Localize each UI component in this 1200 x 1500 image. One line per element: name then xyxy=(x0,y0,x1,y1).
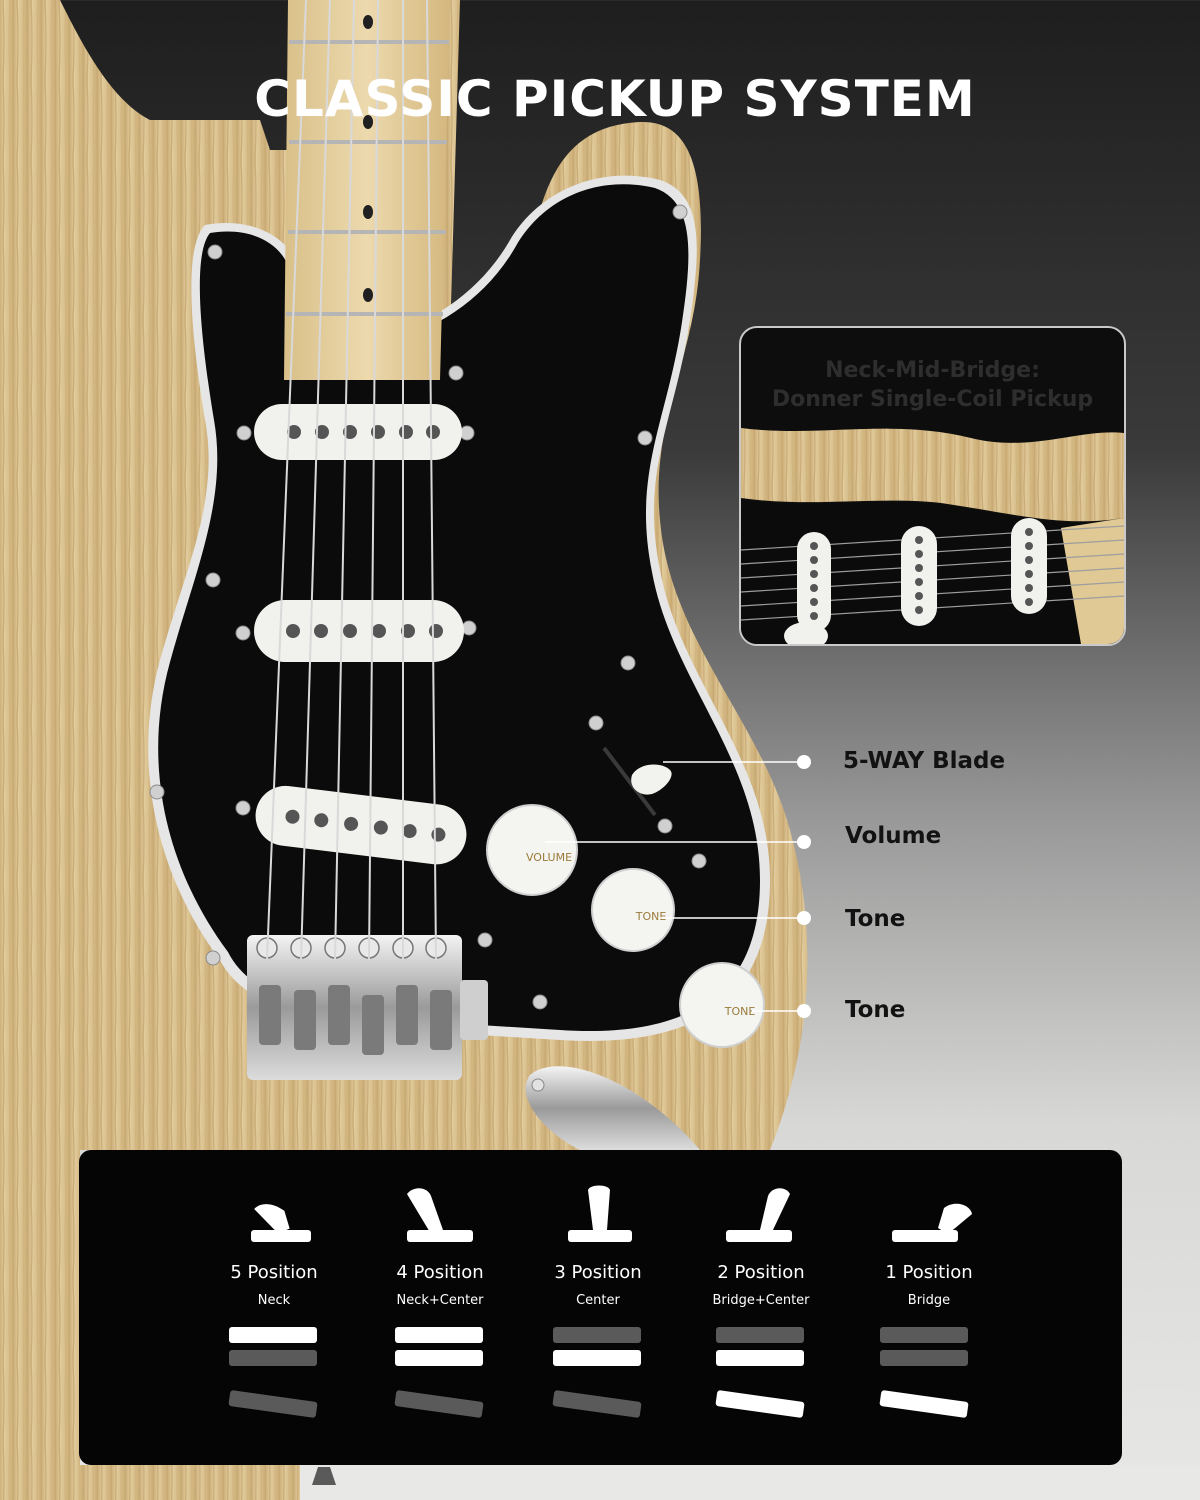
tone-knob-1: TONE xyxy=(591,868,675,952)
frets xyxy=(286,40,449,316)
position-5: 5 Position Neck xyxy=(189,1150,359,1465)
inset-pickup-1 xyxy=(797,532,831,632)
guitar-body-lower xyxy=(0,1150,80,1500)
output-jack xyxy=(525,1066,700,1150)
position-1-title: 1 Position xyxy=(885,1262,973,1283)
middle-pickup xyxy=(254,600,464,662)
position-3-subtitle: Center xyxy=(576,1293,620,1308)
strap-peg xyxy=(312,1467,336,1485)
position-2: 2 Position Bridge+Center xyxy=(676,1150,846,1465)
five-way-switch xyxy=(602,746,672,817)
callout-dots xyxy=(797,755,811,1018)
position-1-bar-bridge xyxy=(879,1390,969,1418)
callout-5-way-blade: 5-WAY Blade xyxy=(843,748,1006,774)
position-2-bar-middle xyxy=(716,1350,804,1366)
position-4-diagram xyxy=(394,1188,484,1418)
svg-text:VOLUME: VOLUME xyxy=(526,851,572,864)
position-3: 3 Position Center xyxy=(513,1150,683,1465)
inset-caption-line-1: Neck-Mid-Bridge: xyxy=(825,358,1040,383)
position-5-bar-bridge xyxy=(228,1390,318,1418)
position-5-diagram xyxy=(228,1204,318,1418)
position-4: 4 Position Neck+Center xyxy=(355,1150,525,1465)
callout-volume: Volume xyxy=(845,823,942,849)
fret-markers xyxy=(363,15,373,302)
svg-text:TONE: TONE xyxy=(724,1005,756,1018)
position-3-title: 3 Position xyxy=(554,1262,642,1283)
position-1-diagram xyxy=(879,1203,972,1418)
position-3-bar-neck xyxy=(553,1327,641,1343)
tremolo-bridge xyxy=(247,935,488,1080)
position-3-bar-bridge xyxy=(552,1390,642,1418)
inset-image xyxy=(741,428,1124,644)
position-2-bar-neck xyxy=(716,1327,804,1343)
inset-caption-line-2: Donner Single-Coil Pickup xyxy=(771,387,1094,412)
position-2-diagram xyxy=(715,1188,805,1418)
volume-knob: VOLUME xyxy=(486,804,578,896)
position-5-bar-middle xyxy=(229,1350,317,1366)
neck-pickup xyxy=(254,404,462,460)
strings xyxy=(266,0,437,961)
callout-tone-2: Tone xyxy=(845,997,906,1023)
inset-pickup-3 xyxy=(1011,518,1047,614)
position-2-bar-bridge xyxy=(715,1390,805,1418)
position-3-bar-middle xyxy=(553,1350,641,1366)
position-4-bar-bridge xyxy=(394,1390,484,1418)
pickup-inset: Neck-Mid-Bridge: Donner Single-Coil Pick… xyxy=(739,326,1126,646)
switch-positions-panel: 5 Position Neck 4 Position Neck+Center 3… xyxy=(79,1150,1122,1465)
position-1-subtitle: Bridge xyxy=(907,1293,951,1308)
position-1: 1 Position Bridge xyxy=(844,1150,1014,1465)
position-5-bar-neck xyxy=(229,1327,317,1343)
tone-knob-2: TONE xyxy=(679,962,765,1048)
guitar-neck xyxy=(284,0,450,380)
position-4-bar-middle xyxy=(395,1350,483,1366)
callout-lines xyxy=(545,761,804,1012)
svg-text:TONE: TONE xyxy=(635,910,667,923)
position-4-subtitle: Neck+Center xyxy=(396,1293,484,1308)
page-title: CLASSIC PICKUP SYSTEM xyxy=(254,70,976,128)
position-1-bar-middle xyxy=(880,1350,968,1366)
position-2-title: 2 Position xyxy=(717,1262,805,1283)
position-5-subtitle: Neck xyxy=(257,1293,291,1308)
position-2-subtitle: Bridge+Center xyxy=(712,1293,810,1308)
position-3-diagram xyxy=(552,1185,642,1418)
position-1-bar-neck xyxy=(880,1327,968,1343)
inset-caption: Neck-Mid-Bridge: Donner Single-Coil Pick… xyxy=(741,356,1124,414)
bridge-pickup xyxy=(255,785,467,865)
position-4-title: 4 Position xyxy=(396,1262,484,1283)
position-4-bar-neck xyxy=(395,1327,483,1343)
inset-pickup-2 xyxy=(901,526,937,626)
callout-tone-1: Tone xyxy=(845,906,906,932)
position-5-title: 5 Position xyxy=(230,1262,318,1283)
